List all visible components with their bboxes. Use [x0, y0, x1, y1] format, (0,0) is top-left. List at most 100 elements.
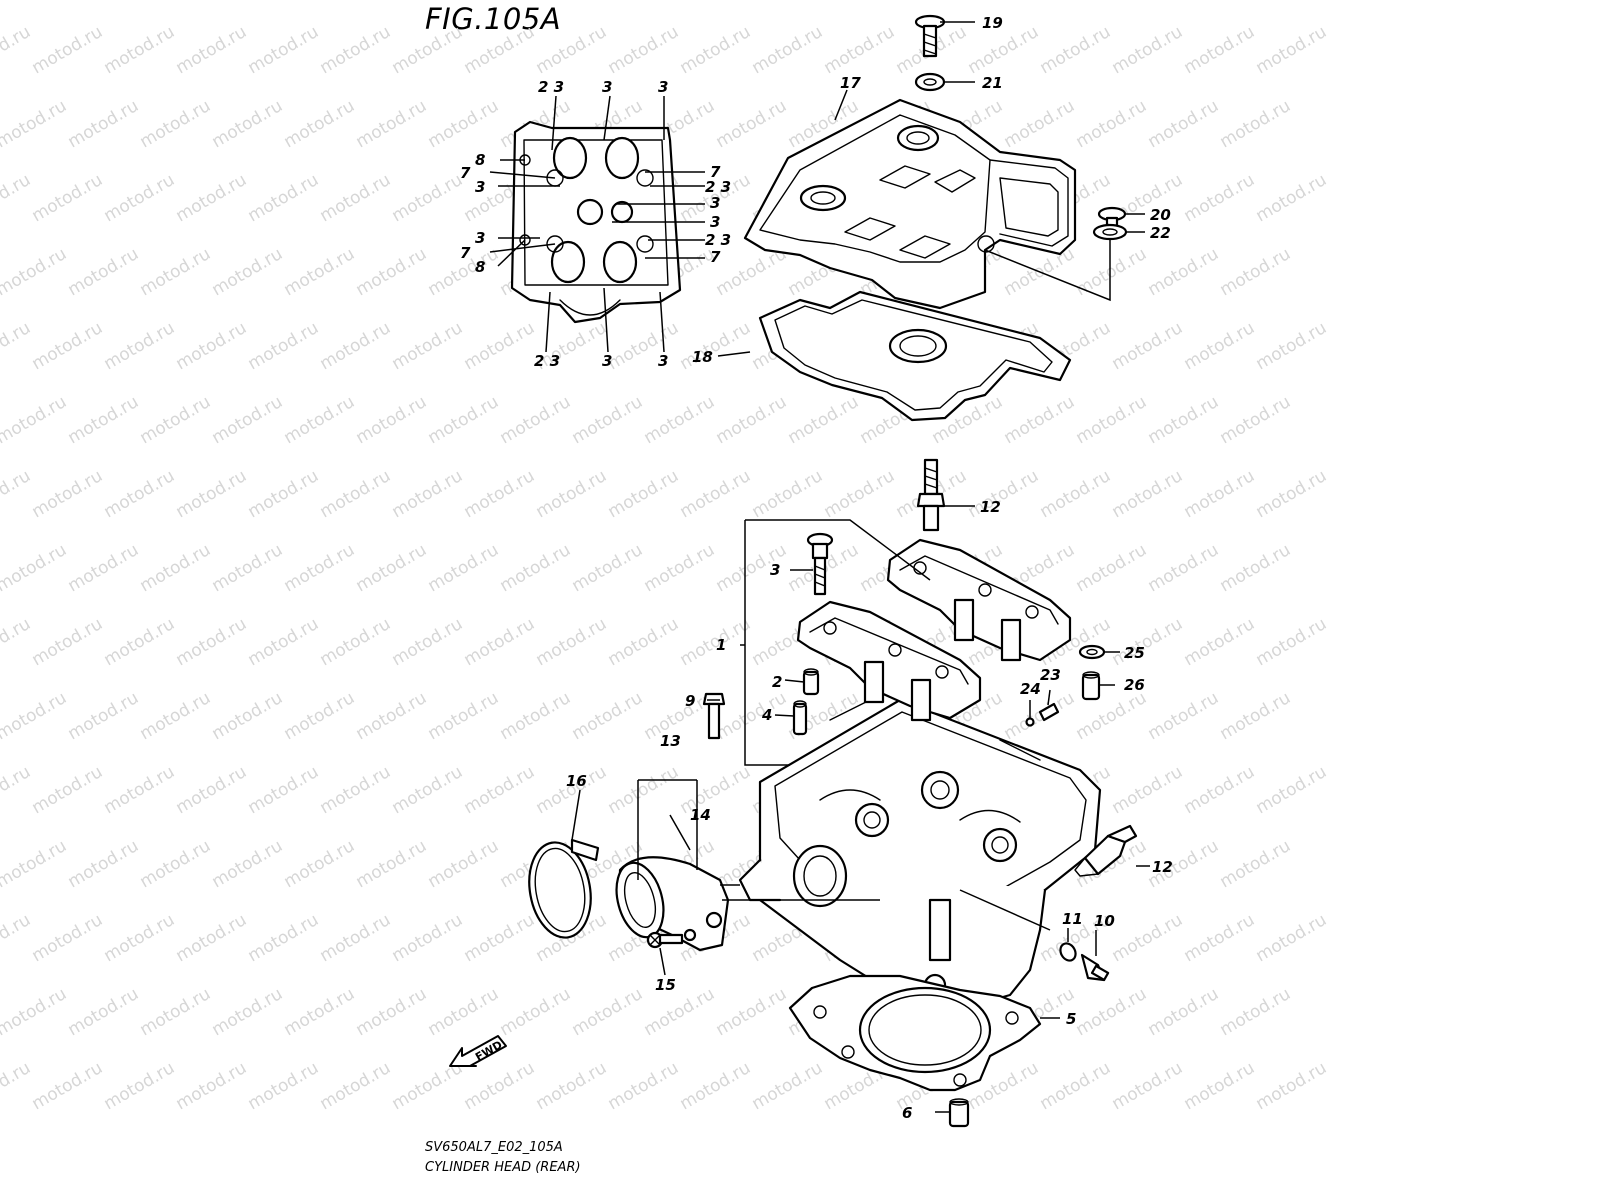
watermark-text: motod.ru: [245, 1058, 323, 1114]
watermark-text: motod.ru: [533, 762, 611, 818]
watermark-text: motod.ru: [317, 318, 395, 374]
cylinder-head-cover: [743, 98, 1077, 310]
watermark-text: motod.ru: [1109, 466, 1187, 522]
watermark-text: motod.ru: [0, 762, 34, 818]
watermark-text: motod.ru: [1109, 910, 1187, 966]
watermark-text: motod.ru: [461, 318, 539, 374]
svg-text:3: 3: [658, 352, 668, 370]
watermark-text: motod.ru: [0, 984, 70, 1040]
watermark-text: motod.ru: [1181, 318, 1259, 374]
watermark-text: motod.ru: [245, 170, 323, 226]
callout-19: 19: [982, 14, 1003, 32]
watermark-text: motod.ru: [641, 0, 719, 4]
watermark-text: motod.ru: [1181, 170, 1259, 226]
watermark-text: motod.ru: [353, 96, 431, 152]
watermark-text: motod.ru: [209, 0, 287, 4]
callout-12-top: 12: [980, 498, 1001, 516]
watermark-text: motod.ru: [0, 318, 34, 374]
watermark-text: motod.ru: [209, 540, 287, 596]
watermark-text: motod.ru: [1253, 22, 1331, 78]
svg-text:8: 8: [475, 258, 485, 276]
watermark-text: motod.ru: [137, 244, 215, 300]
gasket-washer: [1059, 942, 1077, 962]
dowel-26: [1081, 671, 1101, 701]
cover-washer: [914, 72, 946, 92]
svg-text:2 3: 2 3: [705, 231, 731, 249]
watermark-text: motod.ru: [137, 688, 215, 744]
watermark-text: motod.ru: [569, 688, 647, 744]
watermark-text: motod.ru: [65, 984, 143, 1040]
watermark-text: motod.ru: [497, 0, 575, 4]
watermark-text: motod.ru: [0, 392, 70, 448]
callout-26: 26: [1124, 676, 1145, 694]
watermark-text: motod.ru: [1217, 688, 1295, 744]
watermark-text: motod.ru: [209, 688, 287, 744]
callout-14: 14: [690, 806, 711, 824]
inset-leader-lines: [489, 95, 705, 353]
watermark-text: motod.ru: [641, 984, 719, 1040]
watermark-text: motod.ru: [605, 762, 683, 818]
watermark-text: motod.ru: [1145, 96, 1223, 152]
watermark-text: motod.ru: [1181, 22, 1259, 78]
clamp-screw: [646, 931, 684, 949]
watermark-text: motod.ru: [389, 466, 467, 522]
watermark-text: motod.ru: [713, 392, 791, 448]
stud-bolt: [702, 692, 726, 740]
watermark-text: motod.ru: [0, 22, 34, 78]
watermark-text: motod.ru: [1145, 688, 1223, 744]
watermark-text: motod.ru: [497, 984, 575, 1040]
intake-pipe: [615, 856, 730, 952]
watermark-text: motod.ru: [1217, 244, 1295, 300]
svg-text:3: 3: [602, 78, 612, 96]
watermark-text: motod.ru: [1253, 170, 1331, 226]
watermark-text: motod.ru: [209, 984, 287, 1040]
watermark-text: motod.ru: [209, 836, 287, 892]
watermark-text: motod.ru: [785, 392, 863, 448]
watermark-text: motod.ru: [65, 836, 143, 892]
svg-text:7: 7: [710, 163, 721, 181]
callout-20: 20: [1150, 206, 1171, 224]
callout-11: 11: [1062, 910, 1083, 928]
watermark-text: motod.ru: [353, 688, 431, 744]
watermark-text: motod.ru: [1217, 96, 1295, 152]
watermark-text: motod.ru: [461, 614, 539, 670]
watermark-text: motod.ru: [65, 688, 143, 744]
watermark-text: motod.ru: [1109, 22, 1187, 78]
watermark-text: motod.ru: [929, 0, 1007, 4]
watermark-text: motod.ru: [137, 540, 215, 596]
watermark-text: motod.ru: [1073, 0, 1151, 4]
watermark-text: motod.ru: [461, 762, 539, 818]
watermark-text: motod.ru: [281, 392, 359, 448]
watermark-text: motod.ru: [0, 96, 70, 152]
watermark-text: motod.ru: [101, 762, 179, 818]
svg-text:7: 7: [460, 244, 471, 262]
watermark-text: motod.ru: [605, 22, 683, 78]
watermark-text: motod.ru: [137, 96, 215, 152]
plug-23: [1025, 702, 1060, 727]
watermark-text: motod.ru: [1217, 392, 1295, 448]
watermark-text: motod.ru: [1253, 318, 1331, 374]
watermark-text: motod.ru: [245, 318, 323, 374]
watermark-text: motod.ru: [137, 836, 215, 892]
watermark-text: motod.ru: [1181, 1058, 1259, 1114]
watermark-text: motod.ru: [425, 96, 503, 152]
watermark-text: motod.ru: [1109, 614, 1187, 670]
watermark-text: motod.ru: [497, 392, 575, 448]
callout-5: 5: [1066, 1010, 1076, 1028]
svg-text:3: 3: [475, 229, 485, 247]
watermark-text: motod.ru: [569, 984, 647, 1040]
watermark-text: motod.ru: [245, 466, 323, 522]
watermark-text: motod.ru: [1253, 466, 1331, 522]
watermark-text: motod.ru: [1253, 1058, 1331, 1114]
callout-4: 4: [761, 706, 772, 724]
watermark-text: motod.ru: [425, 836, 503, 892]
watermark-text: motod.ru: [425, 688, 503, 744]
watermark-text: motod.ru: [209, 96, 287, 152]
dowel-pin: [802, 670, 820, 696]
watermark-text: motod.ru: [1253, 910, 1331, 966]
watermark-text: motod.ru: [173, 910, 251, 966]
watermark-text: motod.ru: [245, 762, 323, 818]
watermark-text: motod.ru: [245, 22, 323, 78]
callout-1: 1: [716, 636, 726, 654]
watermark-text: motod.ru: [1217, 0, 1295, 4]
